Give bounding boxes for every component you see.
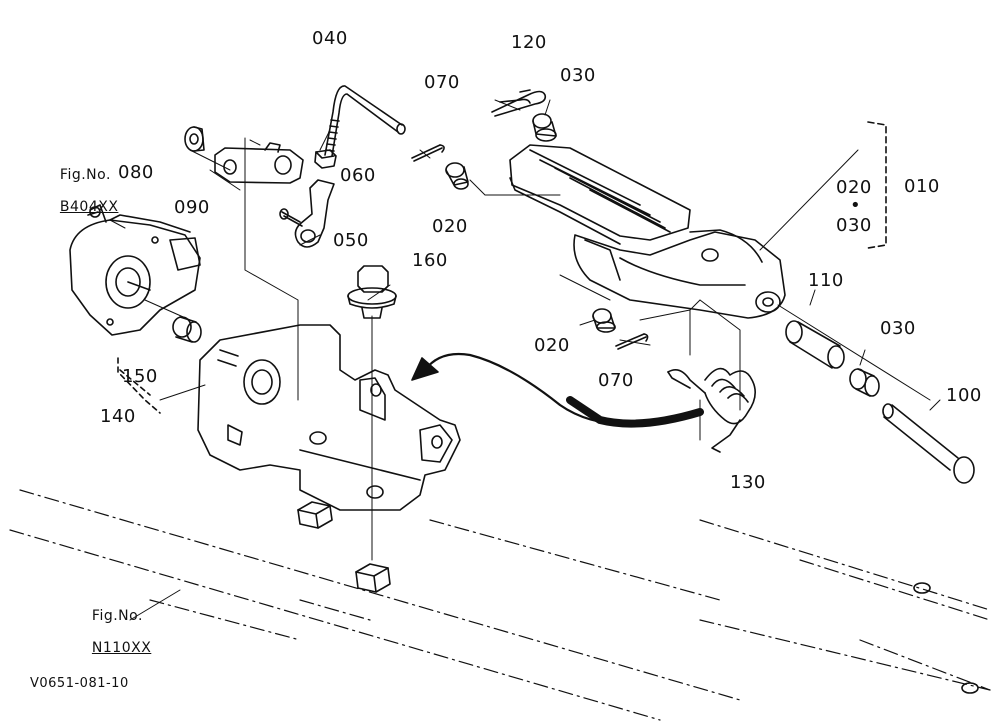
fig-ref-n110xx-label: Fig.No. [91,608,143,624]
label-090: 090 [174,197,210,218]
part-090-plate [214,142,304,184]
label-100: 100 [946,385,982,406]
label-120: 120 [511,32,547,53]
part-060-nut [314,149,337,169]
square-nut-1 [297,501,333,529]
label-070-top: 070 [424,72,460,93]
fig-ref-n110xx-number: N110XX [91,640,152,656]
part-010-pedal [509,144,786,319]
label-060: 060 [340,165,376,186]
part-070-pin-top [411,144,445,162]
label-020-mid: 020 [534,335,570,356]
fig-ref-b404xx: Fig.No. B404XX [50,151,118,215]
platform-outline [9,489,991,721]
label-140: 140 [100,406,136,427]
part-160-bolt [347,265,397,319]
assembly-arrow [411,352,704,428]
label-070-mid: 070 [598,370,634,391]
label-030-right: 030 [836,215,872,236]
part-030-bushing-top [532,113,557,142]
label-030-top: 030 [560,65,596,86]
label-dot: • [850,195,862,216]
drawing-code: V0651-081-10 [30,676,129,691]
platform-hole-2 [961,682,979,694]
part-020-bushing-top [445,162,469,190]
label-050: 050 [333,230,369,251]
label-030-lower: 030 [880,318,916,339]
part-110-sleeve [785,320,845,369]
part-120-clip [491,89,547,117]
square-nut-2 [355,563,391,593]
platform-hole [913,582,931,594]
label-010: 010 [904,176,940,197]
part-030-bushing-lower [849,368,880,397]
part-130-spring [667,367,756,453]
label-150: 150 [122,366,158,387]
part-150-bushing [172,316,202,343]
label-160: 160 [412,250,448,271]
part-050-rod-end [279,179,335,248]
fig-ref-b404xx-number: B404XX [59,199,119,215]
part-080-washer [184,126,205,152]
fig-ref-b404xx-label: Fig.No. [59,167,111,183]
part-b404xx-motor [69,204,201,336]
leader-lines [109,99,941,621]
label-130: 130 [730,472,766,493]
bracket-140 [117,357,161,414]
part-040-rod [324,85,406,157]
label-110: 110 [808,270,844,291]
part-100-pin [882,403,975,484]
part-020-bushing-mid [592,308,616,333]
fig-ref-n110xx: Fig.No. N110XX [82,592,151,656]
label-020-right: 020 [836,177,872,198]
label-040: 040 [312,28,348,49]
part-070-pin-mid [615,333,649,350]
part-140-bracket [197,324,461,511]
label-020-top: 020 [432,216,468,237]
label-080: 080 [118,162,154,183]
